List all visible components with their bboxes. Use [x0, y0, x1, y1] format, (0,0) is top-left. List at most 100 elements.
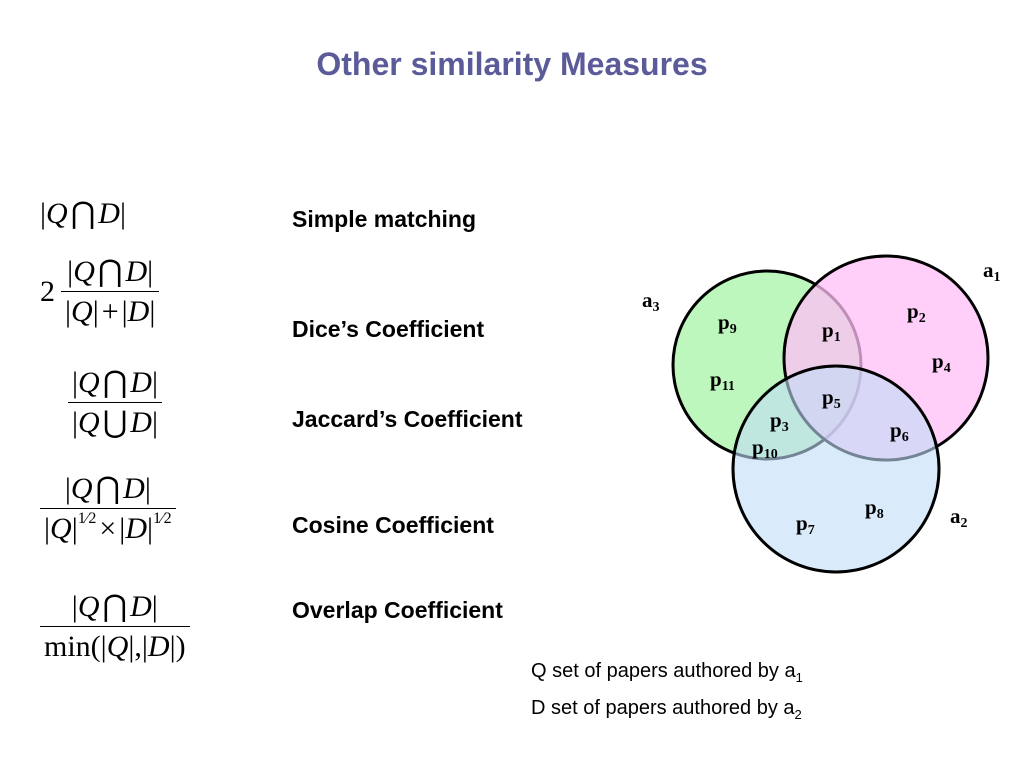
set-q: Q [77, 590, 100, 623]
intersection-symbol: ⋂ [102, 366, 128, 399]
exponent-half: 1⁄2 [77, 509, 97, 527]
set-q: Q [46, 196, 68, 230]
set-q: Q [78, 406, 100, 439]
cosine-numerator: | Q ⋂ D | [61, 472, 155, 505]
overlap-formula: | Q ⋂ D | min ( | Q | , | D | ) [40, 590, 190, 663]
set-q: Q [50, 512, 72, 545]
abs-bar: | [72, 406, 79, 439]
times-symbol: × [99, 512, 117, 545]
open-paren: ( [90, 630, 101, 663]
abs-bar: | [151, 590, 158, 623]
exponent-half: 1⁄2 [153, 509, 172, 527]
set-q: Q [70, 472, 93, 505]
circle-a2 [731, 364, 941, 574]
paper-p5: p5 [822, 385, 841, 412]
set-label-a3: a3 [642, 288, 660, 315]
paper-p4: p4 [932, 349, 951, 376]
set-q: Q [78, 366, 100, 399]
set-q: Q [73, 255, 95, 288]
abs-bar: | [144, 472, 151, 505]
abs-bar: | [92, 295, 99, 328]
jaccard-numerator: | Q ⋂ D | [68, 366, 162, 399]
set-d: D [130, 590, 152, 623]
jaccard-denominator: | Q ⋃ D | [68, 406, 162, 439]
abs-bar: | [72, 366, 79, 399]
paper-p11: p11 [710, 367, 735, 394]
intersection-symbol: ⋂ [70, 197, 96, 230]
paper-p9: p9 [718, 310, 737, 337]
abs-bar: | [146, 512, 153, 545]
legend-q: Q set of papers authored by a1 [531, 660, 803, 685]
dice-fraction: | Q ⋂ D | | Q | + | D | [61, 255, 160, 328]
paper-p3: p3 [770, 408, 789, 435]
set-d: D [123, 472, 145, 505]
jaccard-formula: | Q ⋂ D | | Q ⋃ D | [40, 366, 162, 439]
paper-p1: p1 [822, 318, 841, 345]
abs-bar: | [128, 630, 135, 663]
coefficient-two: 2 [40, 274, 55, 308]
fraction-bar [40, 508, 176, 509]
abs-bar: | [151, 406, 158, 439]
paper-p8: p8 [865, 495, 884, 522]
abs-bar: | [40, 196, 47, 230]
set-d: D [127, 295, 150, 328]
abs-bar: | [149, 295, 156, 328]
set-label-a2: a2 [950, 504, 968, 531]
cosine-denominator: | Q | 1⁄2 × | D | 1⁄2 [40, 509, 176, 545]
set-d: D [147, 630, 170, 663]
slide-title: Other similarity Measures [316, 46, 708, 82]
jaccard-fraction: | Q ⋂ D | | Q ⋃ D | [68, 366, 162, 439]
set-d: D [125, 255, 148, 288]
dice-denominator: | Q | + | D | [61, 295, 159, 328]
dice-numerator: | Q ⋂ D | [63, 255, 157, 288]
intersection-symbol: ⋂ [97, 255, 123, 288]
abs-bar: | [151, 366, 158, 399]
simple-matching-label: Simple matching [292, 206, 477, 232]
cosine-fraction: | Q ⋂ D | | Q | 1⁄2 × | D | 1⁄2 [40, 472, 176, 545]
venn-diagram: a1 a2 a3 p9 p1 p2 p4 p11 p5 p3 p6 p10 p8… [642, 254, 1001, 574]
cosine-label: Cosine Coefficient [292, 512, 494, 538]
abs-bar: | [71, 590, 78, 623]
paper-p10: p10 [752, 435, 778, 462]
dice-formula: 2 | Q ⋂ D | | Q | + | D | [40, 255, 160, 328]
abs-bar: | [44, 512, 51, 545]
abs-bar: | [71, 512, 78, 545]
set-q: Q [71, 295, 93, 328]
comma: , [134, 630, 142, 663]
set-d: D [98, 196, 120, 230]
abs-bar: | [64, 472, 71, 505]
legend-d: D set of papers authored by a2 [531, 697, 802, 722]
paper-p6: p6 [890, 418, 909, 445]
abs-bar: | [141, 630, 148, 663]
fraction-bar [68, 402, 162, 403]
abs-bar: | [119, 196, 126, 230]
abs-bar: | [65, 295, 72, 328]
union-symbol: ⋃ [102, 406, 128, 439]
plus-symbol: + [101, 295, 119, 328]
close-paren: ) [175, 630, 186, 663]
abs-bar: | [169, 630, 176, 663]
paper-p7: p7 [796, 511, 815, 538]
set-label-a1: a1 [983, 258, 1001, 285]
set-d: D [130, 406, 152, 439]
overlap-numerator: | Q ⋂ D | [68, 590, 162, 623]
intersection-symbol: ⋂ [95, 472, 121, 505]
min-function: min [44, 630, 91, 663]
abs-bar: | [67, 255, 74, 288]
set-d: D [130, 366, 152, 399]
set-q: Q [106, 630, 129, 663]
jaccard-label: Jaccard’s Coefficient [292, 406, 523, 432]
overlap-denominator: min ( | Q | , | D | ) [40, 630, 190, 663]
abs-bar: | [100, 630, 107, 663]
set-d: D [125, 512, 147, 545]
fraction-bar [61, 291, 160, 292]
overlap-fraction: | Q ⋂ D | min ( | Q | , | D | ) [40, 590, 190, 663]
overlap-label: Overlap Coefficient [292, 597, 503, 623]
simple-matching-formula: | Q ⋂ D | [40, 196, 126, 231]
intersection-symbol: ⋂ [102, 590, 128, 623]
abs-bar: | [147, 255, 154, 288]
dice-label: Dice’s Coefficient [292, 316, 485, 342]
abs-bar: | [119, 512, 126, 545]
paper-p2: p2 [907, 299, 926, 326]
abs-bar: | [121, 295, 128, 328]
